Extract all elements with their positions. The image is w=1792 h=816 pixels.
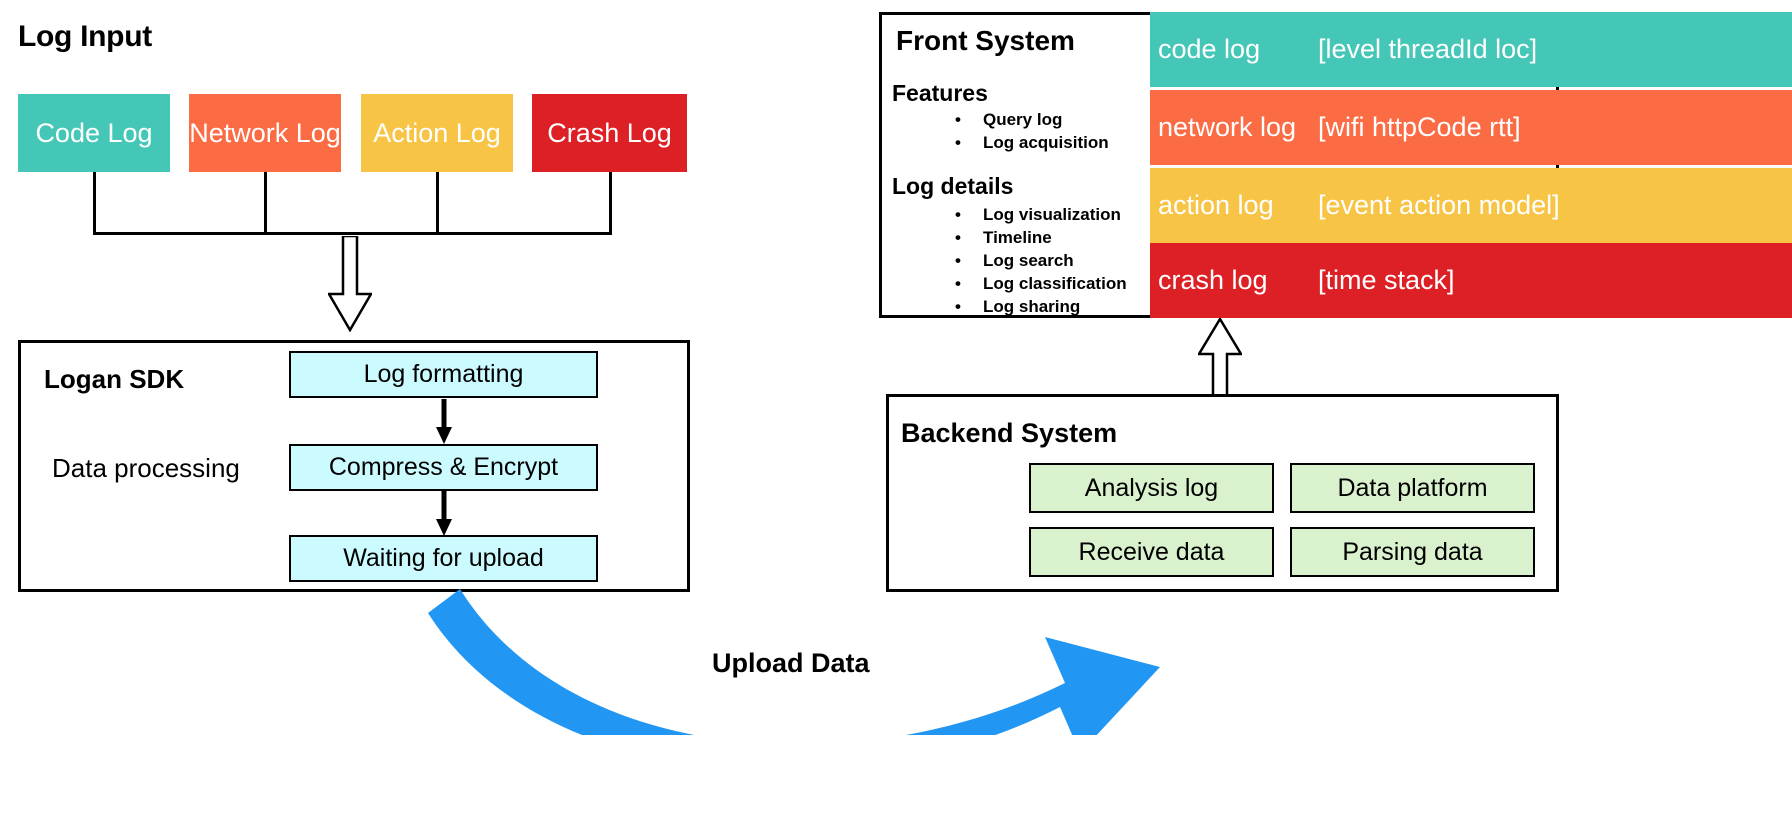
bullet-icon: • [955,274,961,293]
logan-sdk-subtitle: Data processing [52,453,240,483]
log-type-bar-crash-log[interactable]: crash log [time stack] [1150,243,1792,318]
log-type-bar-action-log[interactable]: action log [event action model] [1150,168,1792,243]
connector-line [436,172,439,235]
arrow-down-icon [436,491,452,536]
bullet-icon: • [955,228,961,247]
front-list-item: • Log visualization [955,205,1121,225]
log-source-crash-log[interactable]: Crash Log [532,94,687,172]
sdk-step-waiting-for-upload[interactable]: Waiting for upload [289,535,598,582]
front-list-item-label: Query log [983,110,1063,129]
log-type-bar-network-log[interactable]: network log [wifi httpCode rtt] [1150,90,1792,165]
log-source-network-log[interactable]: Network Log [189,94,341,172]
front-list-item-label: Log visualization [983,205,1121,224]
arrow-down-icon [328,236,372,332]
front-list-item-label: Log search [983,251,1074,270]
connector-line [608,172,612,235]
log-source-action-log[interactable]: Action Log [361,94,513,172]
sdk-step-log-formatting[interactable]: Log formatting [289,351,598,398]
bullet-icon: • [955,297,961,316]
bullet-icon: • [955,110,961,129]
front-list-item-label: Log acquisition [983,133,1109,152]
log-type-bar-code-log[interactable]: code log [level threadId loc] [1150,12,1792,87]
log-type-fields: [level threadId loc] [1318,34,1538,64]
front-log-details-heading: Log details [892,173,1014,199]
backend-box-data-platform[interactable]: Data platform [1290,463,1535,513]
front-list-item-label: Timeline [983,228,1052,247]
arrow-down-icon [436,399,452,444]
log-type-name: network log [1158,112,1297,142]
front-list-item: • Log acquisition [955,133,1109,153]
bullet-icon: • [955,205,961,224]
log-input-title: Log Input [18,20,152,53]
backend-box-analysis-log[interactable]: Analysis log [1029,463,1274,513]
log-type-fields: [event action model] [1318,190,1560,220]
bullet-icon: • [955,251,961,270]
front-list-item-label: Log classification [983,274,1127,293]
sdk-step-compress-encrypt[interactable]: Compress & Encrypt [289,444,598,491]
log-type-name: action log [1158,190,1274,220]
front-list-item-label: Log sharing [983,297,1081,316]
arrow-up-icon [1198,318,1242,402]
upload-data-arrow-icon [428,589,1160,735]
log-type-name: crash log [1158,265,1268,295]
front-list-item: • Log search [955,251,1074,271]
front-list-item: • Log classification [955,274,1127,294]
log-type-name: code log [1158,34,1261,64]
front-system-title: Front System [896,25,1075,56]
upload-data-label: Upload Data [712,648,870,678]
connector-rail [93,232,612,235]
front-list-item: • Timeline [955,228,1052,248]
connector-line [264,172,267,235]
bullet-icon: • [955,133,961,152]
backend-box-receive-data[interactable]: Receive data [1029,527,1274,577]
connector-line [93,172,96,235]
front-features-heading: Features [892,80,988,106]
backend-box-parsing-data[interactable]: Parsing data [1290,527,1535,577]
log-source-code-log[interactable]: Code Log [18,94,170,172]
log-type-fields: [time stack] [1318,265,1455,295]
logan-sdk-title: Logan SDK [44,364,185,394]
front-list-item: • Query log [955,110,1062,130]
backend-system-title: Backend System [901,418,1118,448]
front-list-item: • Log sharing [955,297,1080,317]
log-type-fields: [wifi httpCode rtt] [1318,112,1521,142]
